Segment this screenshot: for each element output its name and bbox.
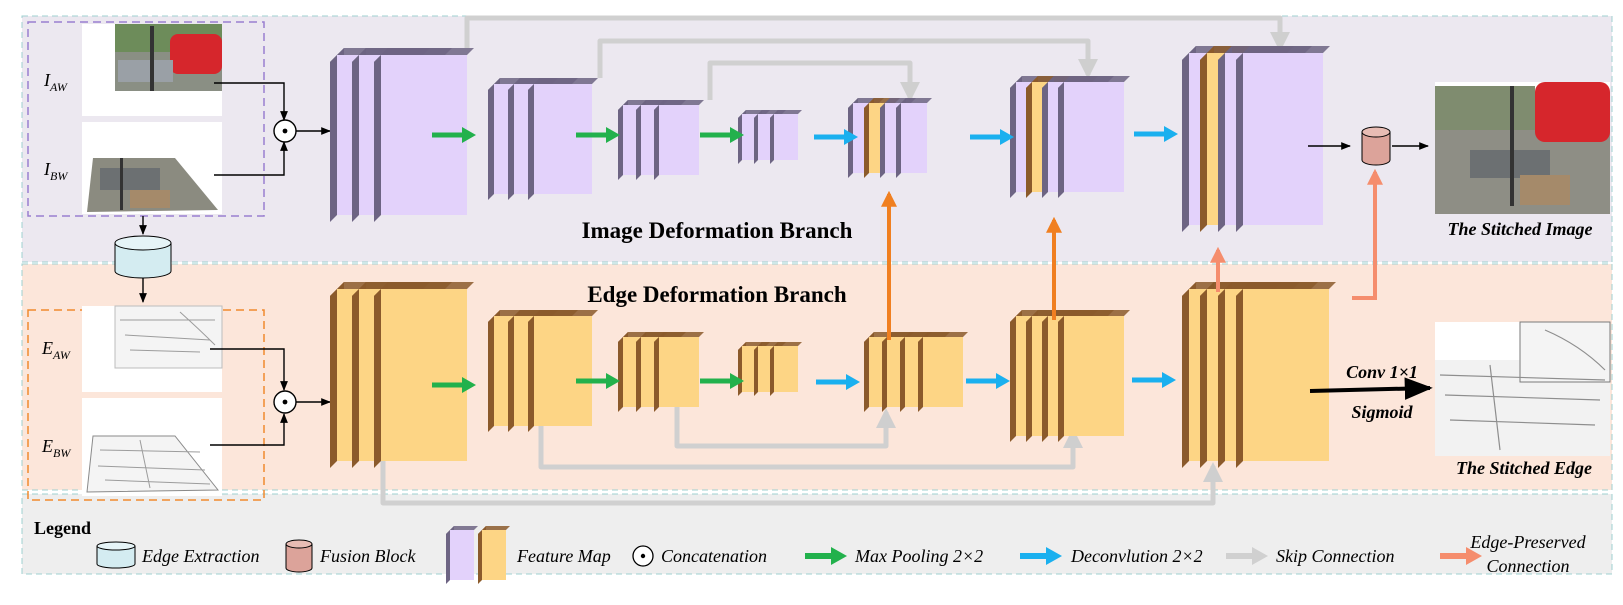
stitched-edge-label: The Stitched Edge bbox=[1456, 458, 1592, 478]
deconvolution-arrow bbox=[1134, 126, 1178, 142]
deconvolution-arrow bbox=[814, 129, 858, 145]
image-block-6-layer-4 bbox=[1058, 76, 1130, 198]
edge-branch-title: Edge Deformation Branch bbox=[587, 282, 847, 307]
input-label-e-aw: EAW bbox=[41, 338, 71, 362]
fusion-block bbox=[1361, 126, 1391, 166]
edge-to-image-arrows bbox=[881, 190, 1062, 340]
legend-arrow-icons bbox=[805, 547, 1482, 565]
legend-title: Legend bbox=[34, 518, 91, 538]
flow-arrows bbox=[432, 126, 1178, 393]
edge-input-connectors bbox=[210, 348, 331, 446]
stitched-image-output bbox=[1435, 82, 1610, 214]
legend-feature-map-icon bbox=[446, 526, 510, 584]
edge-block-1-layer-3 bbox=[374, 282, 474, 468]
deconvolution-arrow bbox=[970, 129, 1014, 145]
legend-edge-preserved-arrow bbox=[1440, 547, 1482, 565]
image-input-connectors bbox=[214, 82, 331, 176]
edge-block-7-layer-4 bbox=[1236, 282, 1336, 468]
legend-edge-extraction-label: Edge Extraction bbox=[141, 546, 259, 566]
legend-feature-map-purple bbox=[446, 526, 478, 584]
edge-block-3-layer-3 bbox=[654, 332, 704, 412]
conv-label: Conv 1×1 bbox=[1346, 362, 1418, 382]
legend-deconvolution-label: Deconvlution 2×2 bbox=[1070, 546, 1203, 566]
edge-extraction-cylinder bbox=[114, 235, 172, 279]
edge-block-5-layer-4 bbox=[918, 332, 968, 412]
top-skip-connections bbox=[464, 15, 1290, 102]
edge-branch-band bbox=[21, 263, 1613, 491]
image-block-5-layer-4 bbox=[896, 98, 932, 178]
input-label-e-bw: EBW bbox=[41, 436, 71, 460]
legend-feature-map-orange bbox=[478, 526, 510, 584]
legend-skip-connection-label: Skip Connection bbox=[1276, 546, 1394, 566]
legend-skip-connection-arrow bbox=[1226, 547, 1268, 565]
sigmoid-label: Sigmoid bbox=[1351, 402, 1413, 422]
edge-aw-thumbnail bbox=[82, 305, 223, 392]
legend-deconvolution-arrow bbox=[1020, 547, 1062, 565]
image-aw-thumbnail bbox=[82, 24, 222, 116]
legend-edge-preserved-label-2: Connection bbox=[1487, 556, 1570, 576]
input-label-i-bw: IBW bbox=[43, 159, 68, 183]
max-pooling-arrow bbox=[432, 377, 476, 393]
image-block-3-layer-3 bbox=[654, 100, 704, 180]
legend-edge-extraction-icon bbox=[96, 541, 136, 569]
max-pooling-arrow bbox=[432, 127, 476, 143]
image-bw-thumbnail bbox=[82, 122, 222, 214]
image-block-1-layer-3 bbox=[374, 48, 474, 222]
edge-preserved-arrows bbox=[1210, 168, 1383, 300]
legend-feature-map-label: Feature Map bbox=[516, 546, 611, 566]
stitched-edge-output bbox=[1435, 321, 1611, 456]
max-pooling-arrow bbox=[700, 127, 744, 143]
image-input-group bbox=[27, 21, 265, 217]
edge-bw-thumbnail bbox=[82, 398, 222, 496]
deconvolution-arrow bbox=[966, 373, 1010, 389]
legend-edge-preserved-label: Edge-Preserved bbox=[1469, 532, 1586, 552]
edge-block-4-layer-3 bbox=[770, 342, 802, 396]
max-pooling-arrow bbox=[700, 373, 744, 389]
stitched-image-label: The Stitched Image bbox=[1448, 219, 1593, 239]
legend-fusion-block-label: Fusion Block bbox=[319, 546, 416, 566]
image-block-2-layer-3 bbox=[528, 78, 598, 200]
max-pooling-arrow bbox=[576, 127, 620, 143]
bottom-skip-connections bbox=[380, 405, 1223, 506]
image-branch-title: Image Deformation Branch bbox=[582, 218, 853, 243]
legend-fusion-block-icon bbox=[285, 539, 313, 573]
max-pooling-arrow bbox=[576, 373, 620, 389]
image-block-7-layer-4 bbox=[1236, 46, 1330, 232]
edge-block-2-layer-3 bbox=[528, 310, 598, 432]
conv-arrow bbox=[1309, 377, 1433, 400]
image-block-4-layer-3 bbox=[770, 110, 802, 164]
feature-maps bbox=[330, 46, 1336, 468]
deconvolution-arrow bbox=[1132, 372, 1176, 388]
deconvolution-arrow bbox=[816, 374, 860, 390]
legend-max-pooling-arrow bbox=[805, 547, 847, 565]
input-label-i-aw: IAW bbox=[43, 70, 68, 94]
edge-block-6-layer-4 bbox=[1058, 310, 1130, 442]
legend-max-pooling-label: Max Pooling 2×2 bbox=[854, 546, 983, 566]
legend-concatenation-label: Concatenation bbox=[661, 546, 767, 566]
